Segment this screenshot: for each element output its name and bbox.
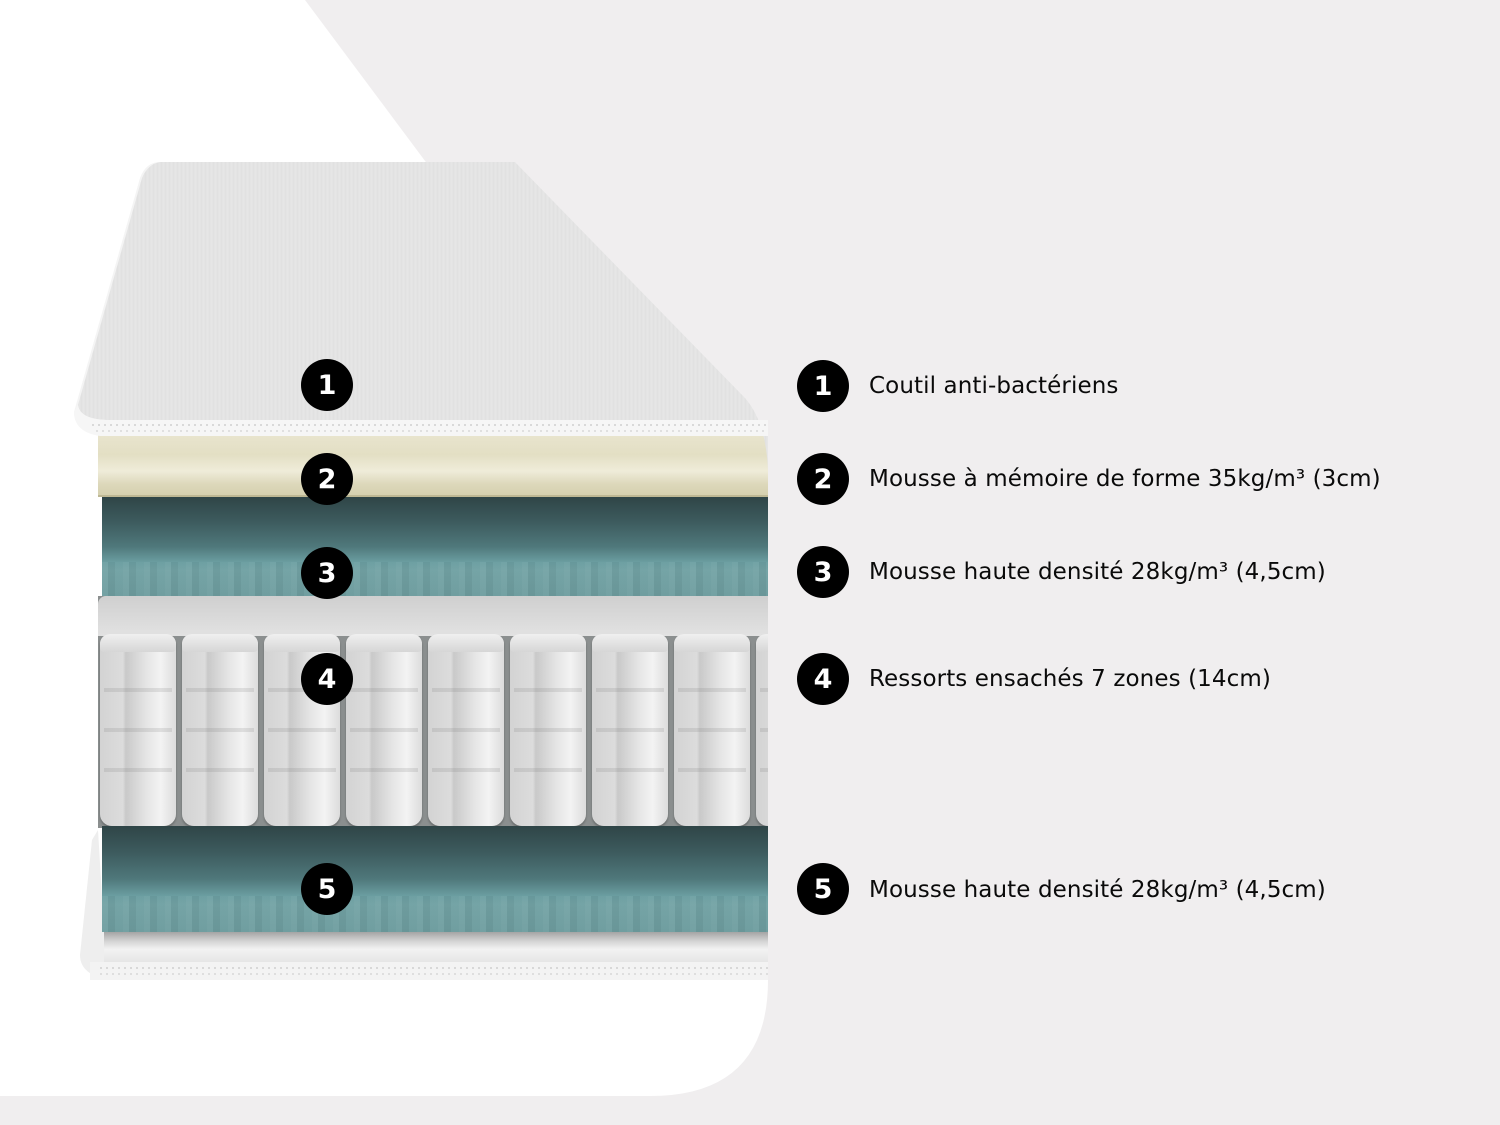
legend-badge-2: 2 xyxy=(797,453,849,505)
spring-coil xyxy=(592,634,668,826)
layer-badge-1: 1 xyxy=(301,359,353,411)
high-density-foam-bottom-layer xyxy=(102,826,768,932)
legend-label-2: Mousse à mémoire de forme 35kg/m³ (3cm) xyxy=(869,466,1381,492)
legend-badge-1: 1 xyxy=(797,360,849,412)
legend-badge-3: 3 xyxy=(797,546,849,598)
layer-badge-2: 2 xyxy=(301,453,353,505)
spring-coil xyxy=(346,634,422,826)
legend-badge-5: 5 xyxy=(797,863,849,915)
pocket-springs-layer xyxy=(98,596,768,828)
legend-badge-4: 4 xyxy=(797,653,849,705)
bottom-band xyxy=(0,1096,1500,1125)
spring-coil xyxy=(510,634,586,826)
layer-badge-5: 5 xyxy=(301,863,353,915)
legend-label-3: Mousse haute densité 28kg/m³ (4,5cm) xyxy=(869,559,1326,585)
spring-coil xyxy=(182,634,258,826)
legend-label-4: Ressorts ensachés 7 zones (14cm) xyxy=(869,666,1271,692)
legend-label-5: Mousse haute densité 28kg/m³ (4,5cm) xyxy=(869,877,1326,903)
memory-foam-layer xyxy=(98,432,768,497)
high-density-foam-top-layer xyxy=(102,497,768,596)
spring-coil xyxy=(674,634,750,826)
layer-badge-3: 3 xyxy=(301,547,353,599)
spring-coil xyxy=(428,634,504,826)
spring-coil xyxy=(756,634,768,826)
layer-badge-4: 4 xyxy=(301,653,353,705)
legend-label-1: Coutil anti-bactériens xyxy=(869,373,1119,399)
spring-coil xyxy=(100,634,176,826)
